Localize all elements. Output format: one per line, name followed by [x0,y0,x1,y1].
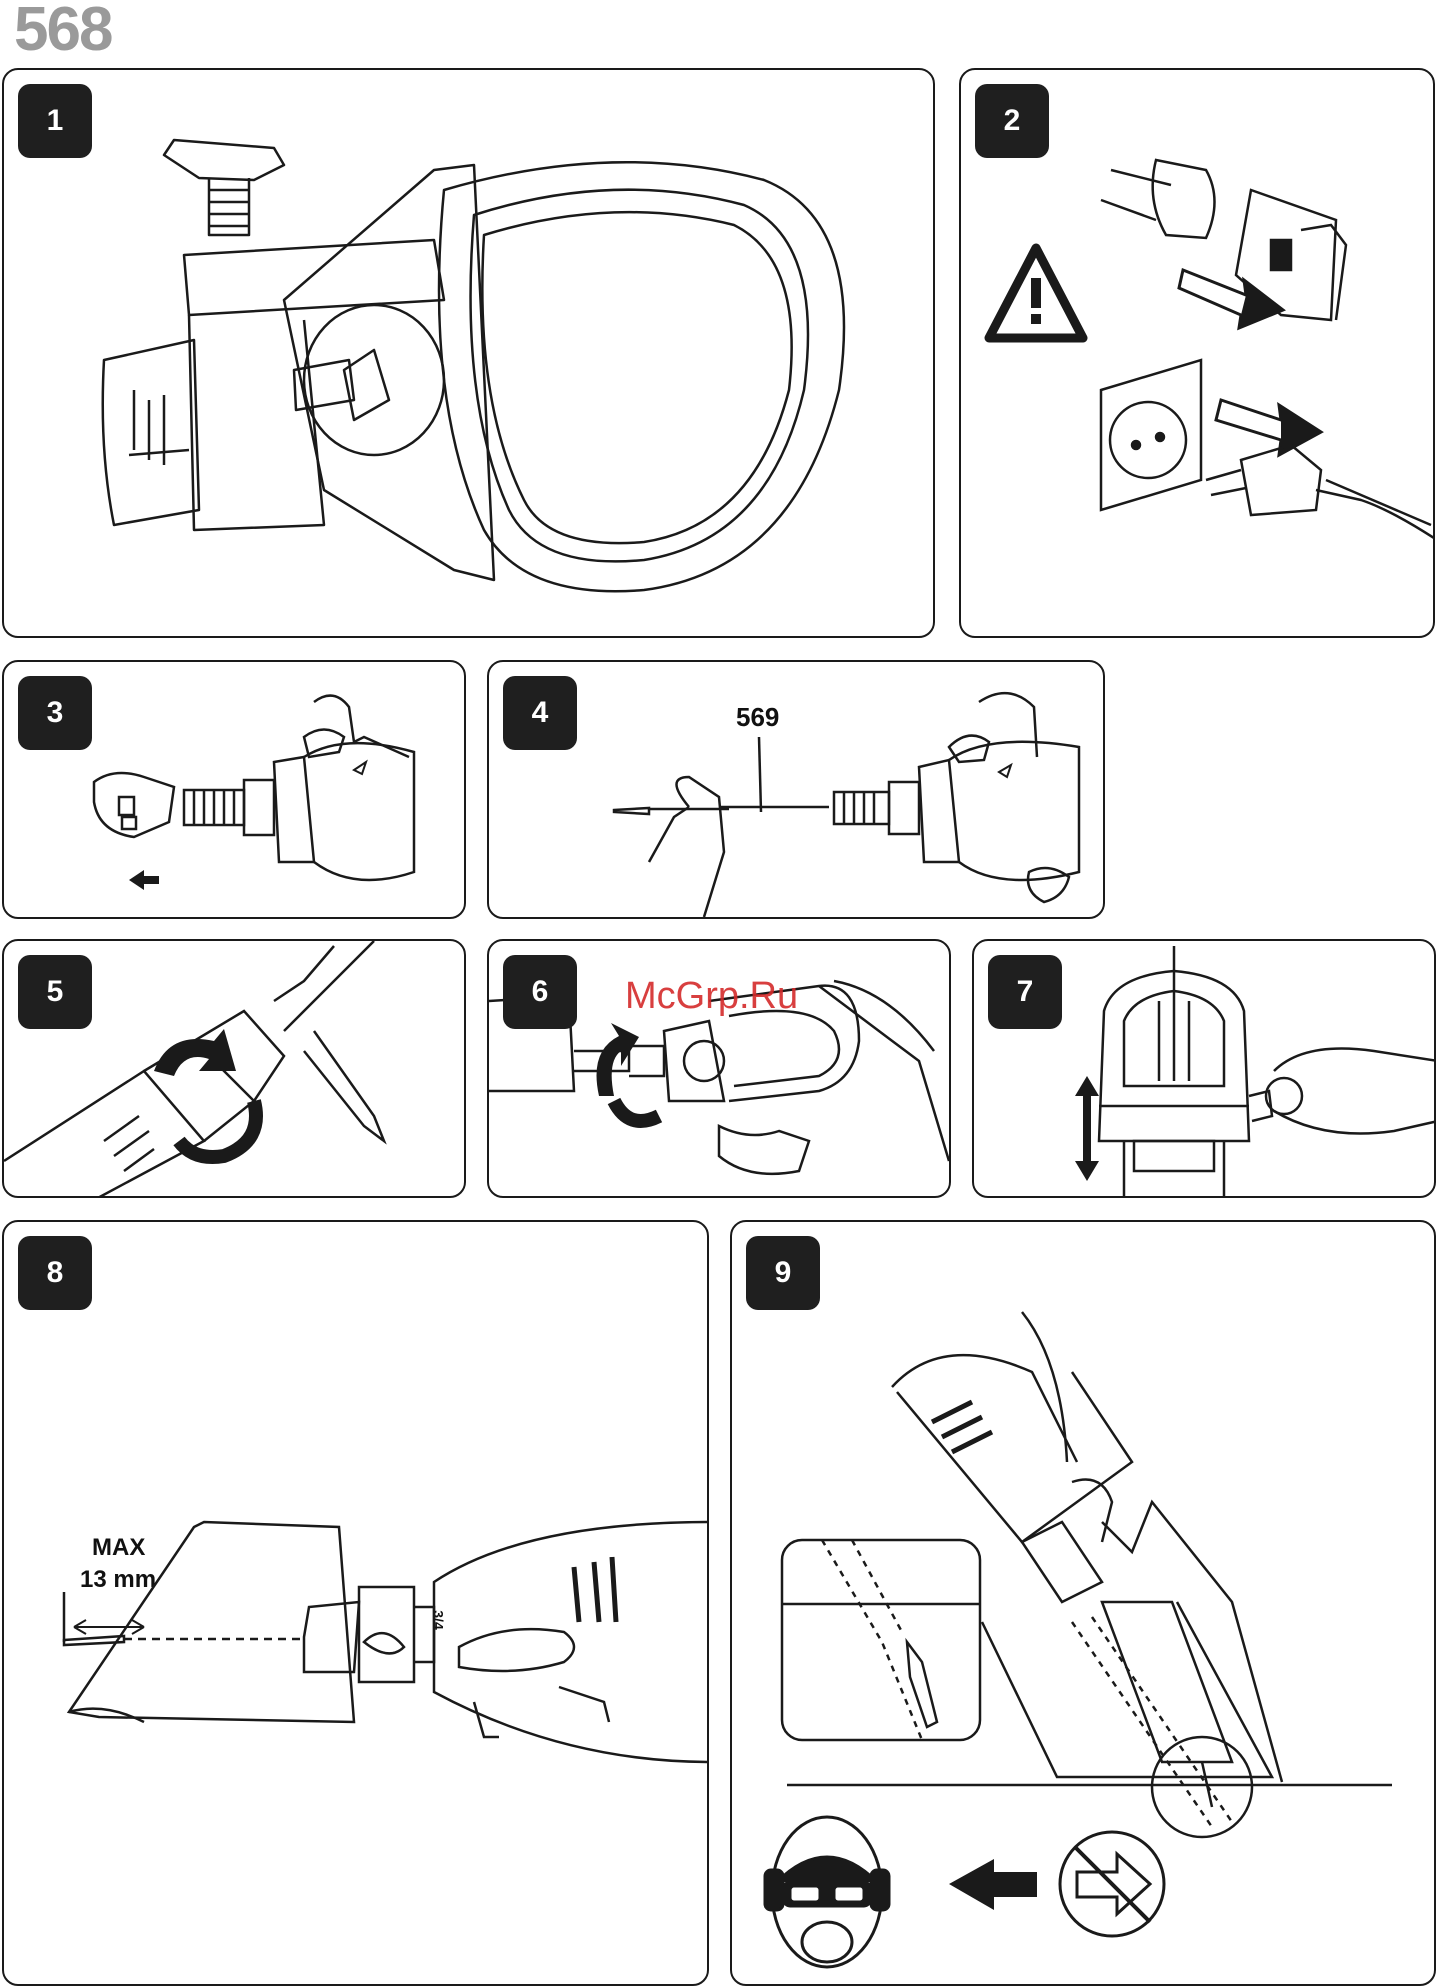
warning-triangle-icon [989,248,1083,338]
arrow-icon [1179,270,1283,328]
panel-8: 8 MAX 13 mm 3/4 [2,1220,709,1986]
up-down-arrow-icon [1075,1076,1099,1181]
page-number: 568 [14,0,111,65]
watermark: McGrp.Ru [625,975,798,1018]
step-badge-8: 8 [18,1236,92,1310]
step-badge-4: 4 [503,676,577,750]
rotate-arrow-icon [154,1029,256,1157]
step-badge-6: 6 [503,955,577,1029]
power-plug-icon [1206,445,1435,540]
max-drilling-depth-illustration [4,1222,709,1986]
panel-2: 2 [959,68,1435,638]
angled-drilling-illustration [732,1222,1436,1986]
step-badge-5: 5 [18,955,92,1029]
step-badge-7: 7 [988,955,1062,1029]
panel-7: 7 [972,939,1436,1198]
step-badge-3: 3 [18,676,92,750]
arrow-icon [949,1859,1037,1910]
wall-socket-icon [1101,360,1201,510]
panel-3: 3 [2,660,466,919]
panel-4: 4 569 [487,660,1105,919]
panel-9: 9 [730,1220,1436,1986]
panel-5: 5 [2,939,466,1198]
arrow-icon [1216,400,1321,455]
step-badge-1: 1 [18,84,92,158]
step-badge-9: 9 [746,1236,820,1310]
step-badge-2: 2 [975,84,1049,158]
no-push-forward-icon [1060,1832,1164,1936]
drill-guide-attachment-illustration [4,70,935,638]
safety-goggles-ear-protection-icon [765,1817,889,1967]
insert-drill-bit-illustration [489,662,1105,919]
panel-1: 1 [2,68,935,638]
